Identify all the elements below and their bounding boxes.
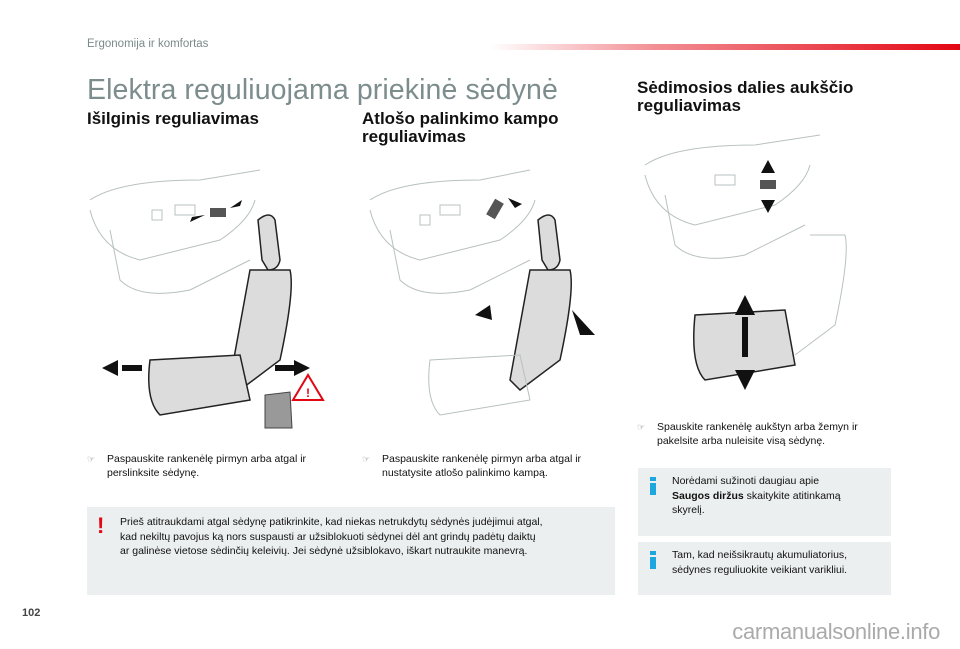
page-number: 102 (22, 607, 41, 619)
info-line: Norėdami sužinoti daugiau apie (672, 475, 820, 487)
info-box-seatbelts: Norėdami sužinoti daugiau apie Saugos di… (638, 468, 891, 536)
section-title-line: Atlošo palinkimo kampo (362, 109, 559, 128)
section-title-line: Išilginis reguliavimas (87, 109, 259, 128)
backrest-angle-adjustment-illustration (369, 169, 595, 416)
section-header-label: Ergonomija ir komfortas (87, 38, 209, 50)
warning-line: kad nekiltų pavojus ką nors suspausti ar… (120, 530, 536, 543)
info-line: Saugos diržus skaitykite atitinkamą (672, 489, 887, 504)
info-icon (650, 551, 656, 569)
instruction-longitudinal: ☞ Paspauskite rankenėlę pirmyn arba atga… (87, 452, 357, 480)
instruction-line: Paspauskite rankenėlę pirmyn arba atgal … (107, 453, 307, 465)
section-title-line: reguliavimas (362, 127, 466, 146)
instruction-line: Paspauskite rankenėlę pirmyn arba atgal … (382, 453, 582, 465)
info-box-battery: Tam, kad neišsikrautų akumuliatorius, sė… (638, 542, 891, 595)
watermark: carmanualsonline.info (732, 619, 940, 644)
header-accent-bar (490, 44, 960, 50)
warning-box: ! Prieš atitraukdami atgal sėdynę patikr… (87, 507, 615, 595)
page-title: Elektra reguliuojama priekinė sėdynė (87, 74, 558, 106)
seat-height-adjustment-illustration (644, 134, 847, 390)
info-line: sėdynes reguliuokite veikiant varikliui. (672, 563, 848, 576)
instruction-line: Spauskite rankenėlę aukštyn arba žemyn i… (657, 421, 858, 433)
section-title-line: Sėdimosios dalies aukščio (637, 78, 854, 97)
svg-text:!: ! (306, 386, 310, 400)
section-title-backrest: Atlošo palinkimo kampo reguliavimas (362, 110, 558, 146)
seat-switch-icon (210, 208, 226, 217)
instruction-line: pakelsite arba nuleisite visą sėdynę. (657, 435, 826, 447)
section-title-height: Sėdimosios dalies aukščio reguliavimas (637, 79, 853, 115)
warning-line: Prieš atitraukdami atgal sėdynę patikrin… (120, 516, 543, 528)
info-line-rest: skaitykite atitinkamą (743, 489, 841, 502)
hand-pointer-icon: ☞ (637, 422, 646, 432)
section-title-longitudinal: Išilginis reguliavimas (87, 110, 259, 128)
exclamation-icon: ! (97, 513, 105, 538)
hand-pointer-icon: ☞ (362, 454, 371, 464)
hand-pointer-icon: ☞ (87, 454, 96, 464)
info-line: Tam, kad neišsikrautų akumuliatorius, (672, 549, 848, 561)
section-title-line: reguliavimas (637, 96, 741, 115)
backrest-switch-icon (486, 198, 504, 220)
height-switch-icon (760, 180, 776, 189)
instruction-line: perslinksite sėdynę. (107, 467, 200, 479)
info-bold-link-text: Saugos diržus (672, 489, 744, 502)
warning-line: ar galinėse vietose sėdinčių keleivių. J… (120, 545, 528, 557)
instruction-height: ☞ Spauskite rankenėlę aukštyn arba žemyn… (637, 420, 907, 448)
info-line: skyrelį. (672, 504, 705, 516)
seat-longitudinal-adjustment-illustration: ! (89, 169, 325, 429)
instruction-backrest: ☞ Paspauskite rankenėlę pirmyn arba atga… (362, 452, 632, 480)
instruction-line: nustatysite atlošo palinkimo kampą. (382, 467, 548, 479)
info-icon (650, 477, 656, 495)
